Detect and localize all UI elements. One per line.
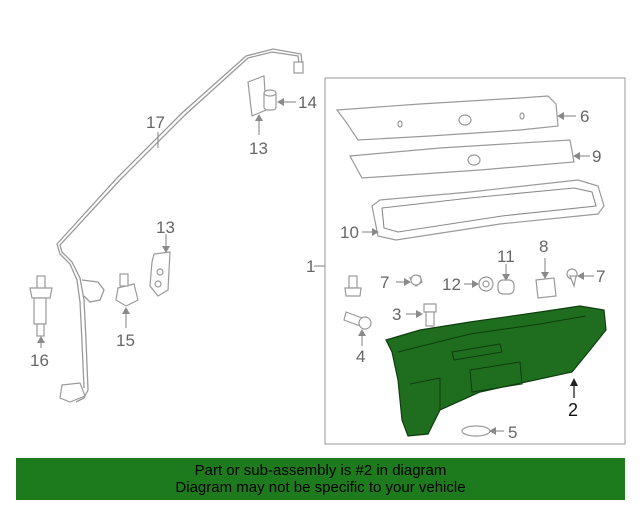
wire-harness-part-17[interactable] xyxy=(56,48,304,403)
storage-tray-part-2[interactable] xyxy=(385,305,607,437)
callout-8: 8 xyxy=(539,237,548,256)
callout-7-left: 7 xyxy=(380,273,389,292)
banner-line-2: Diagram may not be specific to your vehi… xyxy=(175,479,466,496)
molding-part-9[interactable] xyxy=(349,139,575,179)
strut-part-16[interactable] xyxy=(29,275,53,337)
callout-5: 5 xyxy=(508,423,517,442)
pad-part-8[interactable] xyxy=(535,277,557,299)
bolt-unlabeled[interactable] xyxy=(344,275,362,297)
banner-line-1: Part or sub-assembly is #2 in diagram xyxy=(194,462,447,479)
callout-17: 17 xyxy=(146,113,165,132)
callout-6: 6 xyxy=(580,107,589,126)
grommet-part-5[interactable] xyxy=(461,425,491,437)
switch-part-15[interactable] xyxy=(115,273,139,307)
weatherstrip-part-10[interactable] xyxy=(371,179,605,241)
clip-part-7-left[interactable] xyxy=(408,274,423,287)
callout-4: 4 xyxy=(356,347,365,366)
callout-11: 11 xyxy=(497,247,515,266)
clip-part-7-right[interactable] xyxy=(566,268,578,289)
parts-diagram: 1 2 3 4 5 6 7 7 8 9 10 11 12 13 13 14 15… xyxy=(29,48,626,445)
leader-lines xyxy=(37,98,594,435)
callout-7-right: 7 xyxy=(596,267,605,286)
callout-2: 2 xyxy=(568,400,578,420)
garnish-part-6[interactable] xyxy=(335,95,559,141)
callout-16: 16 xyxy=(30,351,49,370)
screw-part-4[interactable] xyxy=(343,311,372,330)
nut-part-12[interactable] xyxy=(478,276,494,292)
callout-13-upper: 13 xyxy=(249,139,268,158)
callout-13-lower: 13 xyxy=(156,218,175,237)
callout-1: 1 xyxy=(306,257,315,276)
callout-12: 12 xyxy=(442,275,461,294)
cap-part-11[interactable] xyxy=(497,279,515,295)
info-banner: Part or sub-assembly is #2 in diagram Di… xyxy=(16,458,625,500)
callout-10: 10 xyxy=(340,223,359,242)
callout-14: 14 xyxy=(298,93,317,112)
socket-part-14[interactable] xyxy=(263,89,277,111)
callout-9: 9 xyxy=(592,147,601,166)
callout-15: 15 xyxy=(116,331,135,350)
callout-3: 3 xyxy=(392,305,401,324)
lamp-part-13-upper[interactable] xyxy=(247,75,267,117)
assembly-frame xyxy=(324,77,626,445)
bracket-part-13-lower[interactable] xyxy=(149,251,171,297)
bolt-part-3[interactable] xyxy=(423,303,437,327)
